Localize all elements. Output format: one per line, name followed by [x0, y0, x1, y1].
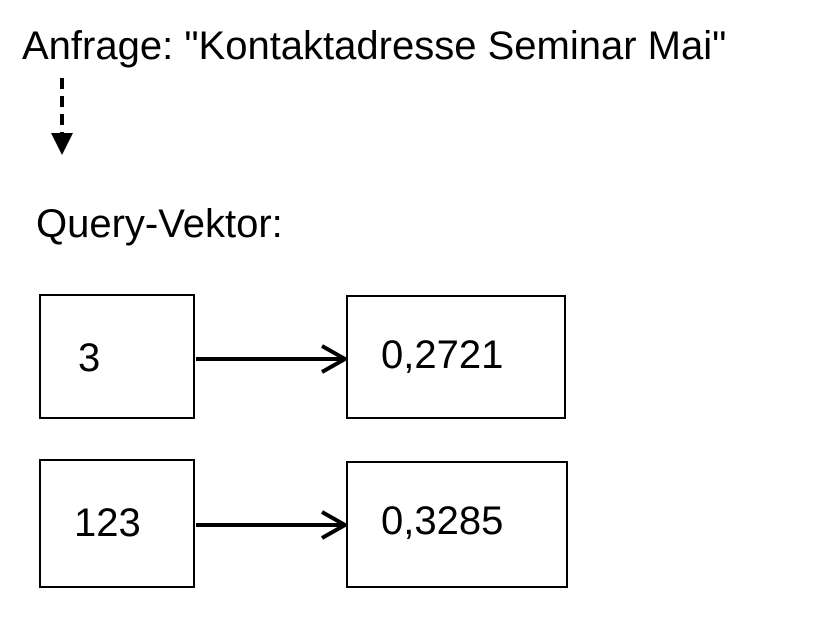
mapping-arrow-head-1	[321, 344, 350, 374]
weight-label-1: 0,2721	[381, 333, 504, 377]
query-text: Anfrage: "Kontaktadresse Seminar Mai"	[22, 24, 727, 68]
term-id-box-1	[39, 294, 195, 419]
term-id-label-1: 3	[78, 336, 101, 380]
query-vector-heading: Query-Vektor:	[36, 202, 283, 246]
weight-box-2	[346, 461, 568, 588]
weight-label-2: 0,3285	[381, 499, 504, 543]
weight-box-1	[346, 295, 566, 419]
term-id-label-2: 123	[74, 501, 141, 545]
dashed-arrow-head	[51, 133, 73, 155]
mapping-arrow-head-2	[321, 510, 350, 540]
term-id-box-2	[39, 459, 195, 588]
